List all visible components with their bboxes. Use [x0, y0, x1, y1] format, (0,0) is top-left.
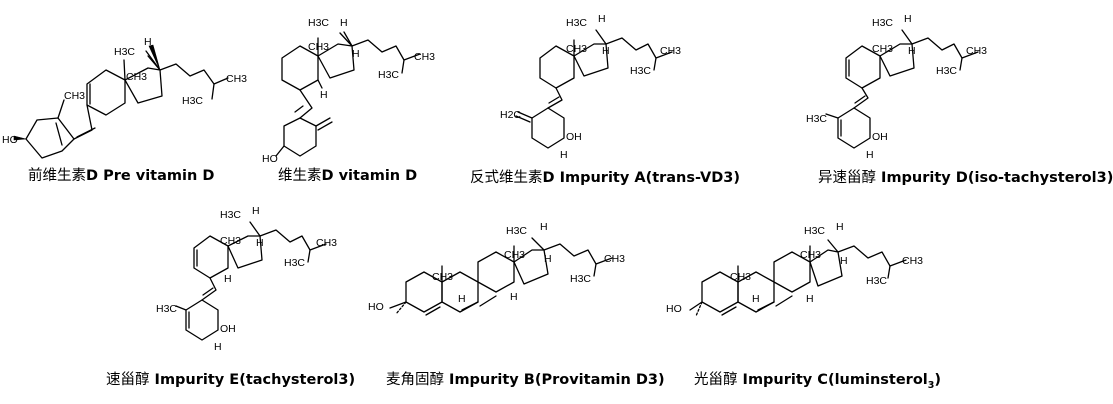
hydroxyl-label: OH [566, 131, 582, 143]
caption-cn: 前维生素 [28, 168, 86, 184]
caption-pre-vitamin-d: 前维生素D Pre vitamin D [28, 164, 214, 185]
caption-en: D vitamin D [321, 168, 418, 184]
caption-cn: 反式维生素 [470, 170, 543, 186]
caption-en: Impurity B(Provitamin D3) [444, 372, 665, 388]
h-label: H [866, 149, 874, 161]
caption-cn: 麦角固醇 [386, 372, 444, 388]
h-label: H [908, 45, 916, 57]
methyl-label: H3C [308, 17, 329, 29]
methyl-label: CH3 [504, 249, 525, 261]
methyl-label: H3C [156, 303, 177, 315]
methyl-label: CH3 [226, 73, 247, 85]
h-label: H [320, 89, 328, 101]
h-label: H [752, 293, 760, 305]
h-label: H [840, 255, 848, 267]
caption-cn: 速甾醇 [106, 372, 150, 388]
methyl-label: CH3 [220, 235, 241, 247]
methyl-label: CH3 [966, 45, 987, 57]
methyl-label: H3C [866, 275, 887, 287]
hydroxyl-label: HO [368, 301, 384, 313]
impurity-c-structure: H3C H CH3 H CH3 H3C CH3 H H HO [666, 221, 923, 317]
hydroxyl-label: OH [872, 131, 888, 143]
methyl-label: H3C [566, 17, 587, 29]
caption-impurity-b: 麦角固醇 Impurity B(Provitamin D3) [386, 368, 665, 389]
hydroxyl-label: OH [220, 323, 236, 335]
methyl-label: CH3 [414, 51, 435, 63]
methyl-label: H3C [506, 225, 527, 237]
hydroxyl-label: HO [666, 303, 682, 315]
methyl-label: CH3 [126, 71, 147, 83]
h-label: H [458, 293, 466, 305]
impurity-e-structure: H3C H CH3 H CH3 H3C H H3C OH H [156, 205, 337, 353]
caption-impurity-d: 异速甾醇 Impurity D(iso-tachysterol3) [818, 166, 1113, 187]
methyl-label: CH3 [308, 41, 329, 53]
vitamin-d-structure: H3C H CH3 H CH3 H3C H HO [262, 17, 435, 165]
h-label: H [224, 273, 232, 285]
methyl-label: H3C [570, 273, 591, 285]
methyl-label: H3C [936, 65, 957, 77]
methyl-label: CH3 [566, 43, 587, 55]
h-label: H [510, 291, 518, 303]
methyl-label: CH3 [316, 237, 337, 249]
h-label: H [598, 13, 606, 25]
h-label: H [540, 221, 548, 233]
methyl-label: H3C [630, 65, 651, 77]
caption-impurity-e: 速甾醇 Impurity E(tachysterol3) [106, 368, 355, 389]
h-label: H [352, 48, 360, 60]
methyl-label: CH3 [902, 255, 923, 267]
methyl-label: H3C [872, 17, 893, 29]
caption-en: Impurity C(luminsterol [737, 372, 928, 388]
methyl-label: CH3 [730, 271, 751, 283]
methyl-label: CH3 [432, 271, 453, 283]
h-label: H [256, 237, 264, 249]
pre-vitamin-d-structure: H3C H CH3 CH3 H3C CH3 HO [2, 36, 247, 159]
methylene-label: H2C [500, 109, 521, 121]
impurity-d-structure: H3C H CH3 H CH3 H3C H3C OH H [806, 13, 987, 161]
methyl-label: H3C [806, 113, 827, 125]
methyl-label: CH3 [800, 249, 821, 261]
caption-vitamin-d: 维生素D vitamin D [278, 164, 417, 185]
caption-cn: 维生素 [278, 168, 322, 184]
h-label: H [340, 17, 348, 29]
caption-tail: ) [934, 372, 942, 388]
caption-en: Impurity D(iso-tachysterol3) [876, 170, 1113, 186]
methyl-label: H3C [284, 257, 305, 269]
caption-sub: 3 [927, 379, 935, 391]
impurity-b-structure: H3C H CH3 H CH3 H3C CH3 H H HO [368, 221, 625, 316]
h-label: H [214, 341, 222, 353]
methyl-label: H3C [220, 209, 241, 221]
h-label: H [806, 293, 814, 305]
h-label: H [602, 45, 610, 57]
methyl-label: H3C [804, 225, 825, 237]
methyl-label: H3C [378, 69, 399, 81]
impurity-a-structure: H3C H CH3 H CH3 H3C H2C OH H [500, 13, 681, 161]
caption-en: D Impurity A(trans-VD3) [542, 170, 740, 186]
h-label: H [252, 205, 260, 217]
methyl-label: H3C [182, 95, 203, 107]
methyl-label: CH3 [872, 43, 893, 55]
methyl-label: CH3 [604, 253, 625, 265]
caption-en: D Pre vitamin D [86, 168, 215, 184]
hydroxyl-label: HO [262, 153, 278, 165]
h-label: H [144, 36, 152, 48]
hydroxyl-label: HO [2, 134, 18, 146]
caption-cn: 异速甾醇 [818, 170, 876, 186]
caption-impurity-c: 光甾醇 Impurity C(luminsterol3) [694, 368, 941, 391]
h-label: H [544, 253, 552, 265]
h-label: H [560, 149, 568, 161]
methyl-label: H3C [114, 46, 135, 58]
caption-en: Impurity E(tachysterol3) [149, 372, 356, 388]
caption-cn: 光甾醇 [694, 372, 738, 388]
methyl-label: CH3 [660, 45, 681, 57]
methyl-label: CH3 [64, 90, 85, 102]
caption-impurity-a: 反式维生素D Impurity A(trans-VD3) [470, 166, 740, 187]
h-label: H [836, 221, 844, 233]
h-label: H [904, 13, 912, 25]
